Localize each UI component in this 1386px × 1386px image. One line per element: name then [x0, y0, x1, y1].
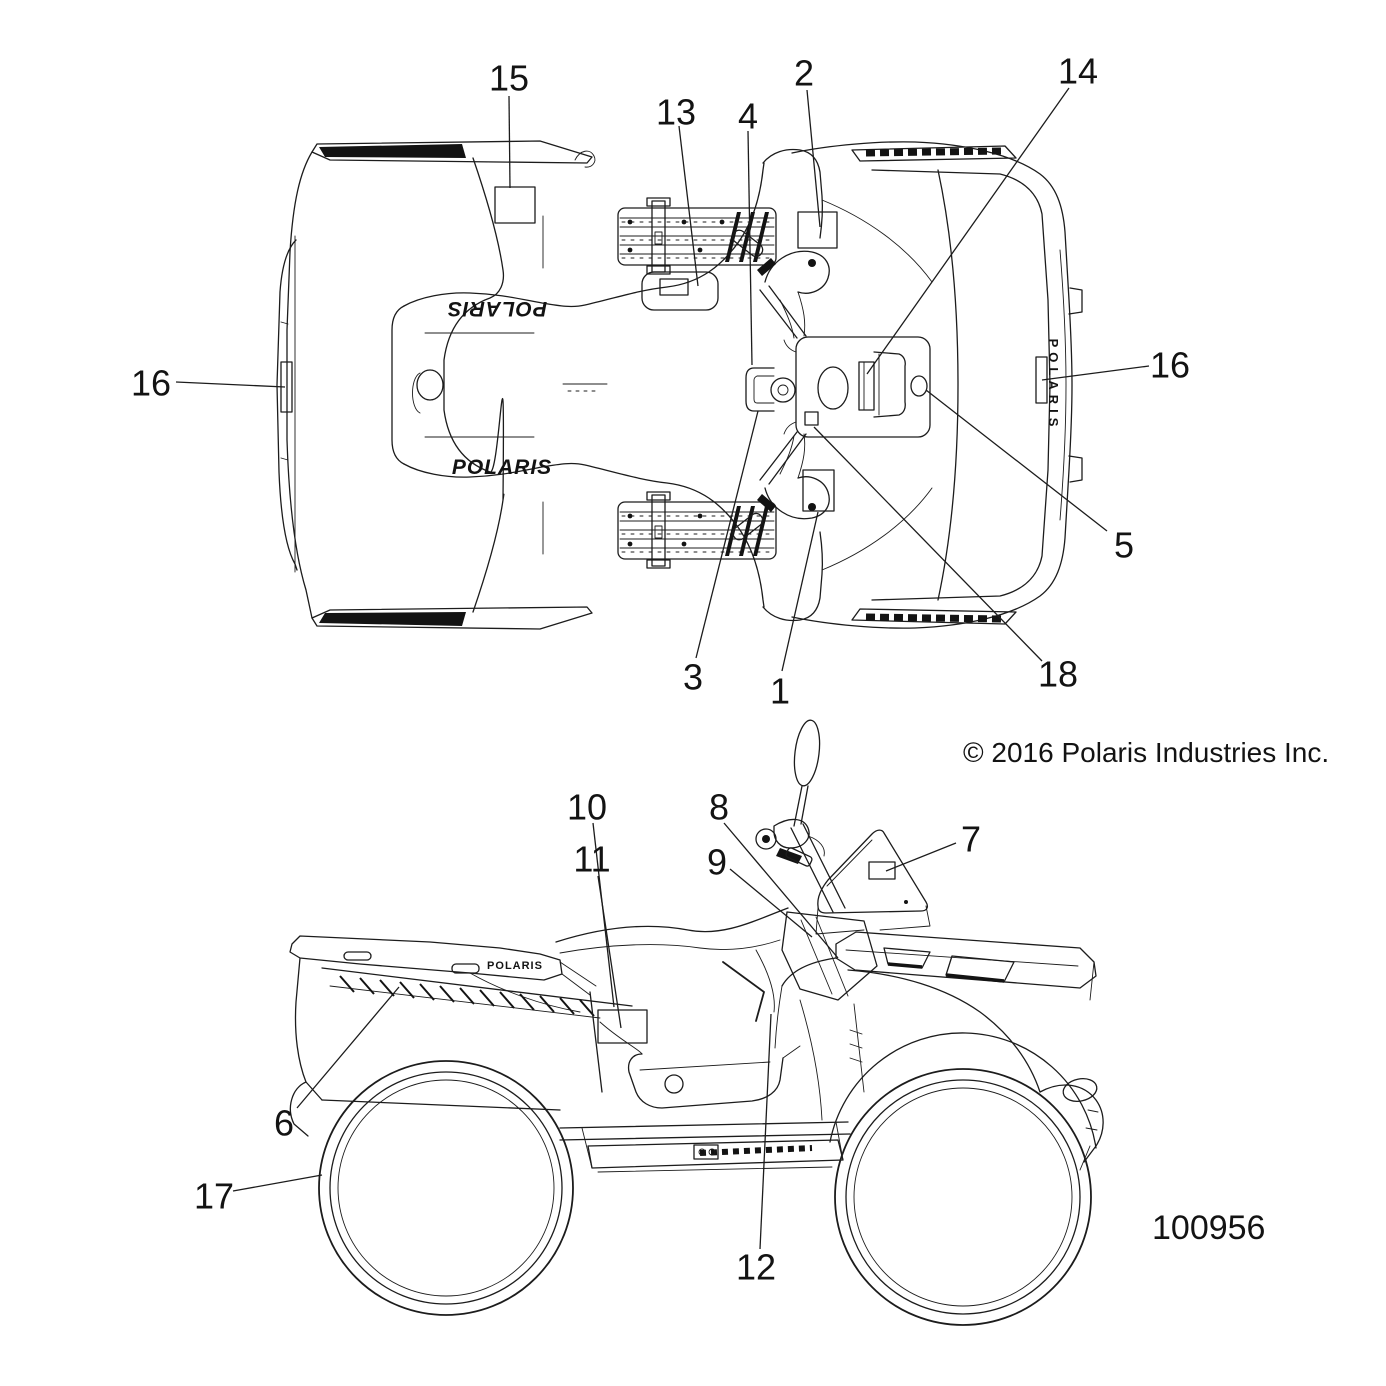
leader-line-top_view-5 [925, 389, 1108, 532]
part-number: 100956 [1152, 1209, 1265, 1247]
polaris-logo-rear: POLARIS [447, 297, 547, 320]
leader-line-top_view-3 [695, 410, 759, 659]
leader-line-side_view-12 [759, 1013, 772, 1250]
rear-wheel [318, 1060, 574, 1316]
decal-18-target [804, 411, 819, 426]
decal-2-target [797, 211, 838, 249]
top-view-art: POLARIS POLARIS [276, 140, 1083, 630]
polaris-logo-front: POLARIS [452, 456, 552, 479]
callout-top_view-14: 14 [1058, 51, 1098, 92]
leader-line-side_view-8 [723, 822, 839, 959]
decal-13-target [659, 278, 689, 296]
leader-line-top_view-14 [866, 87, 1070, 375]
callout-top_view-3: 3 [683, 657, 703, 698]
callout-side_view-17: 17 [194, 1176, 234, 1217]
mirror [793, 719, 821, 787]
callout-side_view-12: 12 [736, 1247, 776, 1288]
callout-side_view-7: 7 [961, 819, 981, 860]
polaris-front-fascia-logo: POLARIS [1046, 339, 1061, 432]
callout-top_view-13: 13 [656, 92, 696, 133]
decal-7-target [868, 861, 896, 880]
callout-side_view-9: 9 [707, 842, 727, 883]
leader-line-top_view-13 [678, 125, 699, 287]
decal-14-target [858, 361, 875, 411]
side-view-art: POLARIS [289, 719, 1104, 1326]
leader-line-side_view-6 [296, 986, 400, 1109]
headlight [1062, 1078, 1098, 1102]
rack-model-decal: POLARIS [487, 960, 543, 972]
front-wheel [834, 1068, 1092, 1326]
callout-top_view-16: 16 [1150, 345, 1190, 386]
callout-top_view-1: 1 [770, 671, 790, 712]
leader-line-top_view-4 [747, 130, 753, 366]
callout-side_view-11: 11 [573, 839, 610, 880]
callout-top_view-18: 18 [1038, 654, 1078, 695]
foot-rail-left [617, 197, 777, 275]
leader-line-top_view-16 [1041, 365, 1150, 381]
callout-top_view-5: 5 [1114, 525, 1134, 566]
leader-line-side_view-11 [597, 875, 622, 1029]
decal-11-target [597, 1009, 648, 1044]
callout-side_view-10: 10 [567, 787, 607, 828]
callout-top_view-16: 16 [131, 363, 171, 404]
foot-rail-right [617, 491, 777, 569]
decal-1-target [802, 469, 835, 512]
callout-side_view-6: 6 [274, 1103, 294, 1144]
leader-line-side_view-17 [232, 1174, 323, 1192]
leader-line-side_view-7 [885, 842, 957, 872]
leader-line-side_view-9 [729, 868, 813, 938]
leader-line-top_view-16 [175, 381, 286, 388]
leader-line-top_view-18 [813, 426, 1043, 662]
decal-5-target [910, 375, 928, 397]
callout-top_view-15: 15 [489, 58, 529, 99]
callout-top_view-2: 2 [794, 53, 814, 94]
callout-side_view-8: 8 [709, 787, 729, 828]
leader-line-top_view-15 [508, 95, 511, 189]
leader-line-top_view-1 [781, 511, 819, 672]
leader-line-top_view-2 [806, 89, 821, 228]
copyright-text: © 2016 Polaris Industries Inc. [963, 737, 1329, 768]
decal-15-target [494, 186, 536, 224]
callout-top_view-4: 4 [738, 96, 758, 137]
